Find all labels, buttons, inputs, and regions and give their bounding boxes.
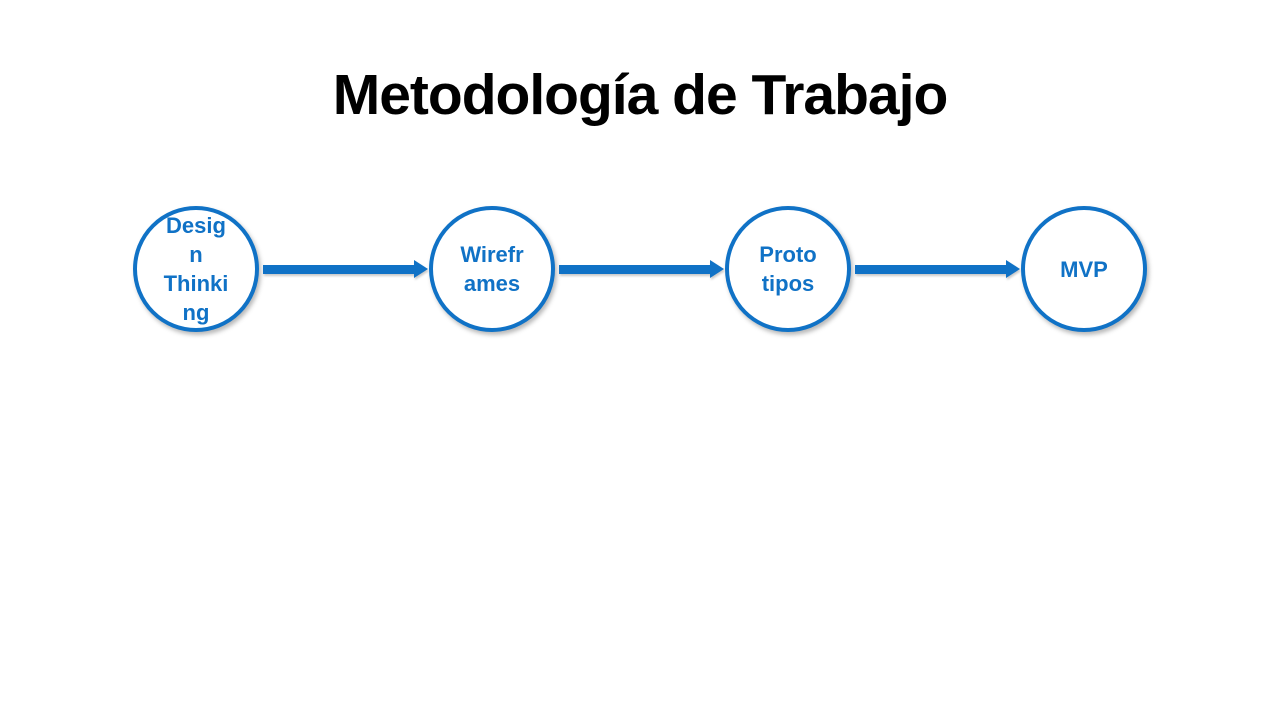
arrow-shaft [559, 264, 710, 274]
arrow-shaft [263, 264, 414, 274]
node-label-wireframes: Wirefr ames [460, 242, 524, 296]
arrow-head-icon [414, 260, 428, 278]
arrow-head-icon [1006, 260, 1020, 278]
arrow-right-connector-3 [855, 256, 1020, 282]
process-node-prototipos: Proto tipos [725, 206, 851, 332]
arrow-right-connector-2 [559, 256, 724, 282]
slide-title: Metodología de Trabajo [332, 63, 949, 127]
process-node-design-thinking: Desig n Thinki ng [133, 206, 259, 332]
node-label-prototipos: Proto tipos [759, 242, 817, 296]
arrow-right-connector-1 [263, 256, 428, 282]
arrow-head-icon [710, 260, 724, 278]
arrow-shaft [855, 264, 1006, 274]
process-node-mvp: MVP [1021, 206, 1147, 332]
process-node-wireframes: Wirefr ames [429, 206, 555, 332]
node-label-mvp: MVP [1060, 256, 1108, 282]
node-label-design-thinking: Desig n Thinki ng [163, 213, 229, 325]
